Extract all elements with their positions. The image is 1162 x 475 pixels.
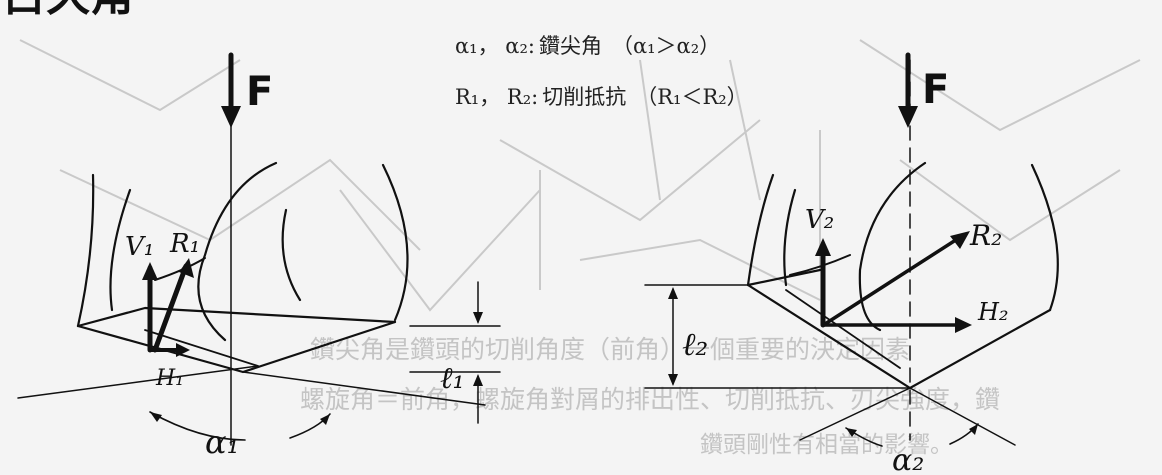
right-angle-line-right [909, 387, 1016, 446]
right-chip-edge [789, 254, 851, 276]
ghost-stroke [539, 130, 821, 290]
right-vertical-component-label: V₂ [805, 205, 834, 235]
legend: α₁， α₂:鑽尖角 （α₁＞α₂） R₁， R₂:切削抵抗 （R₁＜R₂） [455, 34, 748, 109]
left-resultant-arrow [152, 263, 189, 353]
ghost-stroke [499, 119, 761, 222]
ghost-stroke [639, 59, 761, 201]
left-lip-hatch [144, 329, 259, 367]
legend-line-2-relation: （R₁＜R₂） [636, 85, 747, 109]
right-angle-arc-arrowhead-left [846, 428, 857, 437]
left-angle-arc-arrowhead-right [320, 414, 330, 425]
right-dimension-arrowhead-top [668, 287, 678, 299]
bleed-through-line-1: 鑽尖角是鑽頭的切削角度（前角）一個重要的決定因素 [310, 335, 910, 364]
right-angle-line-left [799, 387, 911, 441]
right-lip-hatch [785, 289, 901, 369]
right-drill-outer-left [746, 173, 775, 287]
ghost-stroke [899, 159, 1121, 242]
right-resultant-arrow [823, 234, 964, 326]
left-force-arrowhead [221, 106, 241, 128]
left-drill-outer-left [76, 173, 95, 328]
legend-line-1: α₁， α₂:鑽尖角 （α₁＞α₂） [455, 34, 720, 58]
left-angle-line-left [17, 365, 259, 399]
legend-line-2-symbols: R₁， R₂: [455, 85, 538, 109]
left-vertical-component-arrowhead [142, 262, 158, 280]
right-resultant-arrowhead [950, 231, 970, 249]
legend-line-1-relation: （α₁＞α₂） [612, 34, 720, 58]
left-angle-arc-left [149, 411, 246, 441]
ghost-stroke [339, 189, 541, 312]
left-drill-flute-right [197, 161, 278, 342]
ghost-stroke [19, 39, 241, 112]
left-force-label: F [246, 69, 273, 115]
left-horizontal-component-arrowhead [176, 343, 190, 357]
left-resultant-label: R₁ [169, 229, 200, 259]
ghost-stroke [859, 39, 1141, 132]
left-drill-figure: F α₁ V₁ R₁ H₁ [17, 52, 501, 461]
left-dimension-arrowhead-bottom [473, 374, 483, 386]
right-drill-figure: F α₂ V₂ R₂ H₂ ℓ₂ [644, 52, 1059, 475]
right-drill-flute-left [783, 188, 797, 287]
legend-line-1-symbols: α₁， α₂: [455, 34, 535, 58]
right-force-label: F [922, 67, 949, 113]
legend-line-1-text: 鑽尖角 [539, 34, 602, 58]
bleed-through-line-3: 鑽頭剛性有相當的影響。 [700, 432, 953, 458]
left-drill-outer-right [381, 163, 409, 322]
heading-fragment: 占久角 [2, 0, 134, 21]
left-vertical-component-label: V₁ [125, 232, 154, 262]
ghost-stroke [579, 238, 821, 301]
left-angle-arc-arrowhead-left [150, 412, 162, 422]
left-resultant-arrowhead [179, 258, 194, 278]
left-dimension-arrowhead-top [473, 312, 483, 324]
left-angle-label: α₁ [205, 423, 239, 461]
right-vertical-component-arrowhead [815, 238, 831, 256]
right-depth-label: ℓ₂ [682, 325, 708, 363]
right-angle-label: α₂ [892, 443, 924, 475]
right-horizontal-component-label: H₂ [977, 298, 1009, 326]
right-dimension-arrowhead-bottom [668, 374, 678, 386]
right-cutting-edge-upper [746, 268, 822, 287]
left-drill-flute-inner [281, 208, 302, 302]
legend-line-2: R₁， R₂:切削抵抗 （R₁＜R₂） [455, 85, 748, 109]
left-horizontal-component-label: H₁ [155, 366, 184, 391]
left-cutting-edge-upper [76, 306, 397, 328]
right-drill-flute-right [858, 161, 927, 332]
ghost-stroke [59, 158, 421, 251]
left-drill-flute-left [109, 188, 132, 312]
right-horizontal-component-arrowhead [955, 317, 972, 333]
bleed-through-line-2: 螺旋角＝前角，螺旋角對屑的排出性、切削抵抗、刃尖強度，鑽 [300, 385, 1000, 414]
left-angle-line-right [242, 371, 486, 406]
right-angle-arc-arrowhead-right [969, 424, 978, 435]
left-depth-label: ℓ₁ [440, 361, 465, 396]
right-drill-outer-right [1030, 163, 1059, 312]
right-resultant-label: R₂ [969, 219, 1002, 252]
legend-line-2-text: 切削抵抗 [542, 85, 626, 109]
right-force-arrowhead [898, 106, 918, 128]
